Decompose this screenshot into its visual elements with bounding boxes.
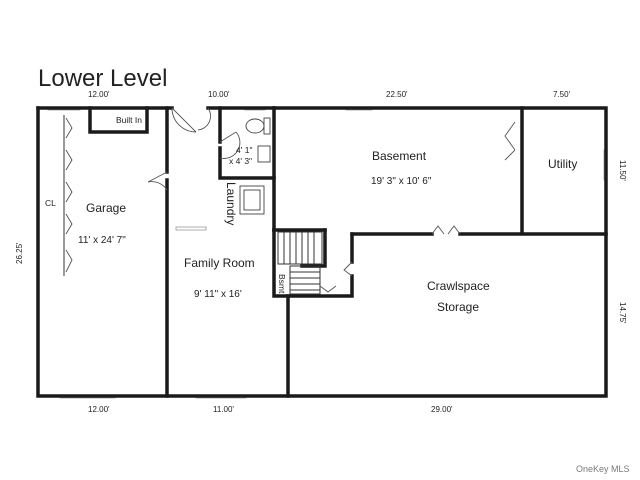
storage-label: Storage [437,300,479,314]
stairs [277,231,323,295]
right-dim-1: 11.50' [618,160,627,181]
doors [63,107,516,293]
bottom-dim-2: 11.00' [213,405,234,414]
crawlspace-label: Crawlspace [427,279,490,293]
built-in-label: Built In [116,115,142,125]
basement-label: Basement [372,149,427,163]
garage-dims: 11' x 24' 7" [78,235,126,246]
bottom-dim-1: 12.00' [88,405,110,414]
walls [36,106,608,398]
family-room-dims: 9' 11" x 16' [194,289,242,300]
top-dim-3: 22.50' [386,90,408,99]
garage-label: Garage [86,201,126,215]
plan-title: Lower Level [38,65,167,92]
toilet-tank [263,117,271,135]
top-dim-2: 10.00' [208,90,230,99]
left-dim: 26.25' [15,242,24,264]
basement-dims: 19' 3" x 10' 6" [371,176,432,187]
laundry-label: Laundry [224,182,238,225]
top-dim-1: 12.00' [88,90,110,99]
family-room-label: Family Room [184,256,255,270]
right-dim-2: 14.75' [618,302,627,324]
top-dim-4: 7.50' [553,90,571,99]
bath-dims-line1: 4' 1" [236,145,252,155]
closet-label: CL [45,198,56,208]
bath-sink [257,145,271,163]
bath-dims-line2: x 4' 3" [229,156,252,166]
basement-stair-label: Bsmt [277,274,287,294]
bottom-dim-3: 29.00' [431,405,453,414]
utility-label: Utility [548,157,577,171]
fixtures [239,117,271,215]
toilet-bowl [245,118,265,134]
watermark: OneKey MLS [576,464,630,474]
